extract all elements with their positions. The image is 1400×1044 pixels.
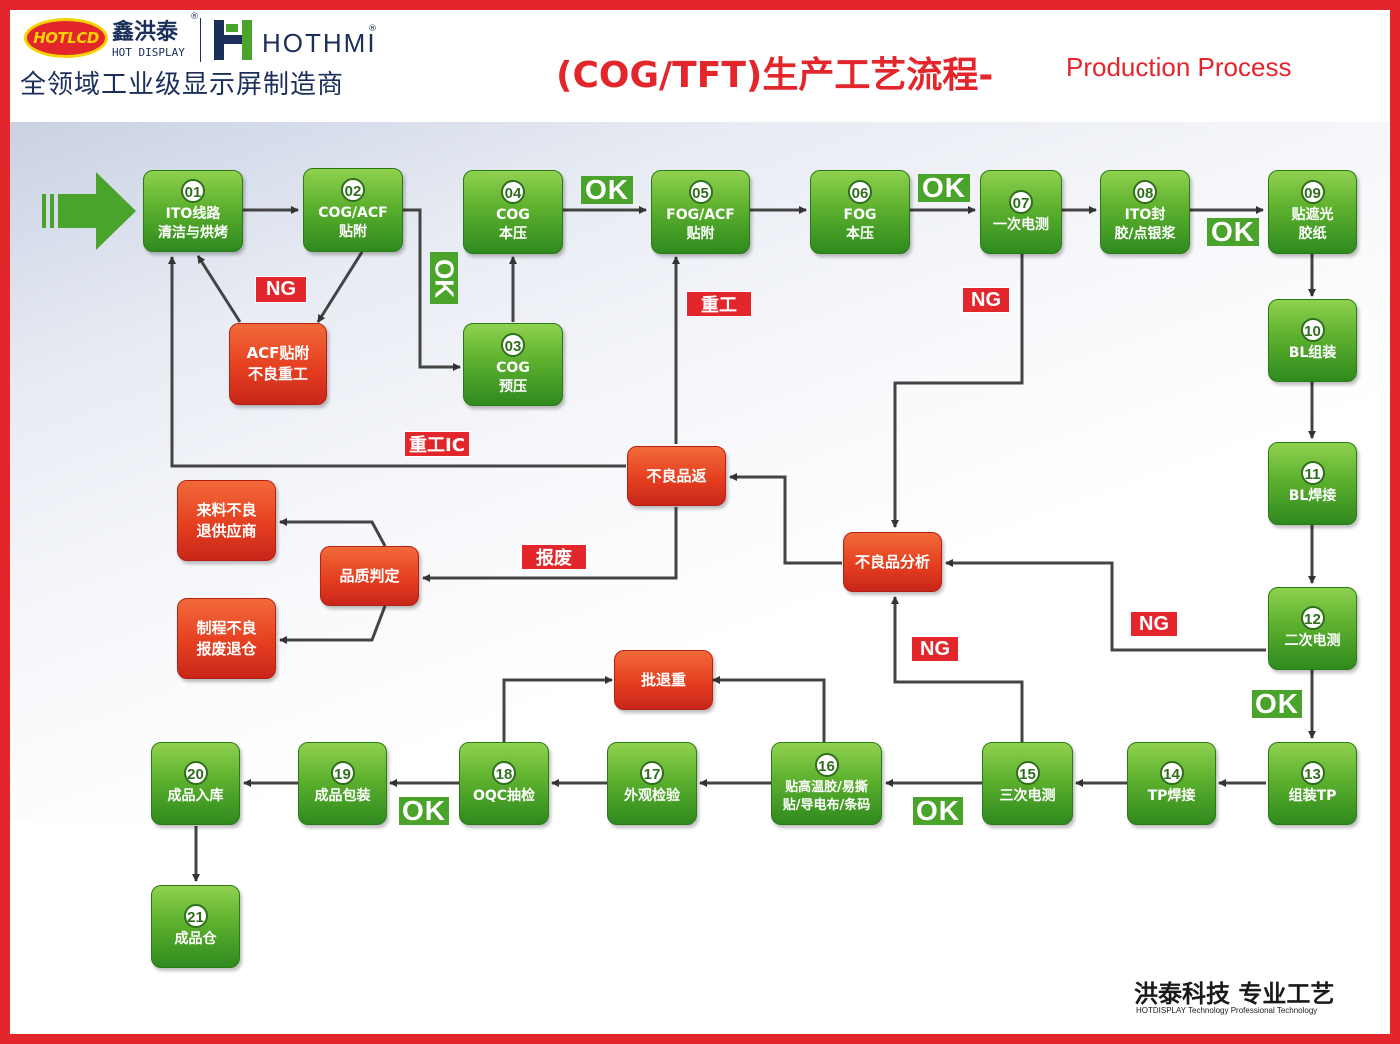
link-07-analysis [891, 253, 1024, 528]
step-number: 04 [501, 180, 525, 204]
acf-rework-node: ACF贴附 不良重工 [229, 323, 327, 405]
step-08-ito-seal: 08 ITO封 胶/点银浆 [1100, 170, 1190, 254]
page-title: (COG/TFT)生产工艺流程- [556, 55, 994, 96]
link-15-analysis [891, 596, 1024, 742]
step-number: 18 [492, 761, 516, 785]
batch-return-node: 批退重 [614, 650, 713, 710]
registered-mark-2: ® [368, 24, 377, 34]
step-04-cog-mainpress: 04 COG 本压 [463, 170, 563, 254]
footer-slogan-english: HOTDISPLAY Technology Professional Techn… [1136, 1006, 1318, 1015]
step-number: 12 [1300, 606, 1325, 630]
step-14-tp-welding: 14 TP焊接 [1127, 742, 1216, 825]
step-21-finished-warehouse: 21 成品仓 [151, 885, 240, 968]
ng-tag-15: NG [911, 636, 959, 662]
step-number: 06 [848, 180, 872, 204]
ng-tag-07: NG [962, 287, 1010, 313]
rework-tag: 重工 [686, 291, 752, 317]
quality-judgement-node: 品质判定 [320, 546, 419, 606]
step-01-ito-cleaning: 01 ITO线路 清洁与烘烤 [143, 170, 243, 252]
link-18-batch [502, 676, 613, 742]
step-02-cog-acf: 02 COG/ACF 贴附 [303, 168, 403, 252]
ok-tag-08-09: OK [1207, 216, 1259, 247]
ng-tag-acf: NG [255, 276, 307, 303]
defect-analysis-node: 不良品分析 [843, 532, 942, 592]
step-number: 14 [1159, 761, 1184, 785]
step-13-tp-assembly: 13 组装TP [1268, 742, 1357, 825]
step-19-packaging: 19 成品包装 [298, 742, 387, 825]
step-11-bl-welding: 11 BL焊接 [1268, 442, 1357, 525]
step-number: 21 [183, 904, 208, 928]
step-number: 02 [341, 178, 365, 202]
company-tagline: 全领域工业级显示屏制造商 [20, 70, 345, 100]
ok-tag-02-03: OK [430, 252, 460, 304]
scrap-tag: 报废 [521, 544, 587, 570]
ok-tag-04-05: OK [581, 174, 633, 205]
link-02-acf-rework [316, 251, 364, 323]
step-number: 11 [1300, 461, 1325, 485]
step-09-shading-tape: 09 贴遮光 胶纸 [1268, 170, 1357, 254]
step-number: 13 [1300, 761, 1325, 785]
step-07-first-test: 07 一次电测 [980, 170, 1062, 254]
header [10, 10, 1390, 122]
step-12-second-test: 12 二次电测 [1268, 587, 1357, 670]
start-arrow-icon [42, 172, 136, 250]
link-judge-scrap [279, 605, 387, 644]
defect-return-node: 不良品返 [627, 446, 726, 506]
step-number: 19 [330, 761, 355, 785]
step-15-third-test: 15 三次电测 [982, 742, 1073, 825]
ok-tag-18-19: OK [399, 795, 449, 826]
step-10-bl-assembly: 10 BL组装 [1268, 299, 1357, 382]
footer-slogan: 洪泰科技 专业工艺 [1134, 980, 1335, 1008]
ng-tag-12: NG [1130, 611, 1178, 637]
step-number: 07 [1009, 189, 1033, 214]
step-17-visual-inspection: 17 外观检验 [607, 742, 697, 825]
link-judge-supplier [279, 518, 387, 547]
step-16-tape-conductive-barcode: 16 贴高温胶/易撕 贴/导电布/条码 [771, 742, 882, 825]
step-number: 17 [640, 761, 664, 785]
step-18-oqc-sampling: 18 OQC抽检 [459, 742, 549, 825]
step-number: 20 [183, 761, 208, 785]
ok-tag-12-13: OK [1252, 688, 1302, 719]
step-number: 16 [814, 752, 839, 777]
step-number: 15 [1015, 761, 1040, 785]
step-03-cog-prepress: 03 COG 预压 [463, 323, 563, 406]
link-12-analysis [945, 559, 1266, 652]
step-06-fog-mainpress: 06 FOG 本压 [810, 170, 910, 254]
scrap-return-node: 制程不良 报废退仓 [177, 598, 276, 679]
rework-ic-tag: 重工IC [404, 431, 470, 457]
step-number: 05 [688, 180, 713, 204]
logo-chinese-name: 鑫洪泰 [112, 20, 179, 45]
logo-english-name: HOT DISPLAY [112, 46, 185, 59]
step-05-fog-acf: 05 FOG/ACF 贴附 [651, 170, 750, 254]
step-number: 10 [1300, 318, 1325, 342]
ok-tag-06-07: OK [918, 172, 970, 203]
step-number: 08 [1133, 180, 1157, 204]
registered-mark: ® [190, 12, 199, 22]
page-title-english: Production Process [1066, 52, 1292, 82]
link-return-judge [422, 507, 678, 582]
logo-divider [200, 18, 201, 62]
hotlcd-logo-badge: HOTLCD [24, 18, 108, 58]
hothmi-h-icon [214, 20, 252, 60]
ok-tag-15-16: OK [913, 795, 963, 826]
step-20-warehousing: 20 成品入库 [151, 742, 240, 825]
link-16-batch [712, 676, 826, 742]
step-number: 01 [181, 179, 205, 203]
link-analysis-return [729, 473, 842, 565]
return-to-supplier-node: 来料不良 退供应商 [177, 480, 276, 561]
link-02-03 [403, 208, 461, 371]
link-acf-rework-01 [196, 255, 242, 323]
link-return-01 [168, 256, 626, 468]
step-number: 09 [1300, 180, 1325, 204]
hothmi-wordmark: HOTHMI [262, 28, 377, 58]
step-number: 03 [501, 332, 525, 357]
